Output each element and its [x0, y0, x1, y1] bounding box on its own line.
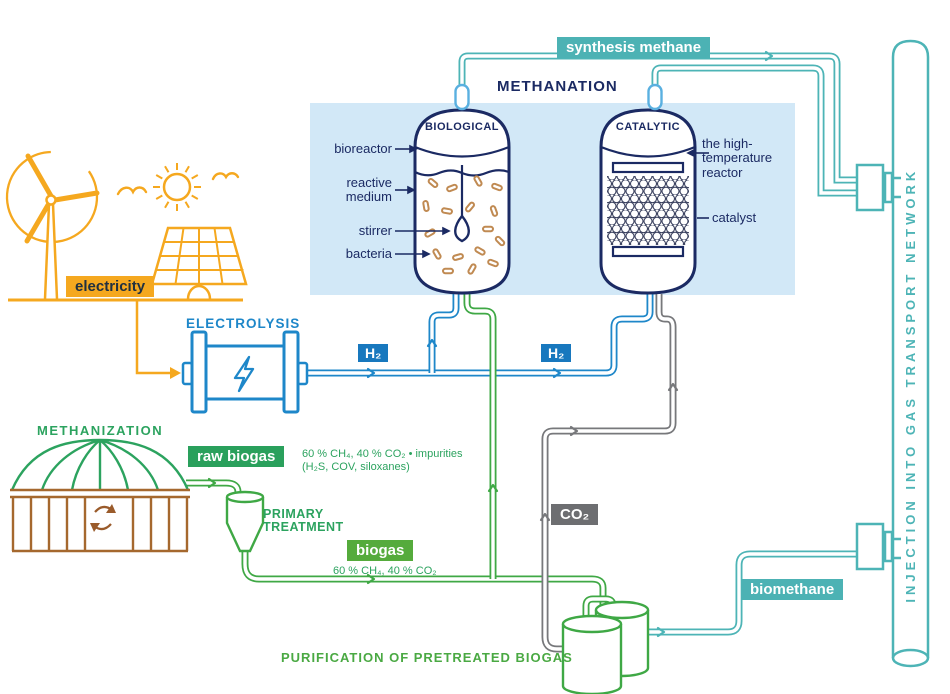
electrolysis-label: ELECTROLYSIS [186, 316, 301, 331]
biological-reactor-title: BIOLOGICAL [424, 121, 500, 133]
stirrer-label: stirrer [358, 223, 392, 238]
reactive-medium-line1: reactive [346, 175, 392, 190]
purification-vessels [561, 600, 650, 694]
synthesis-methane-badge: synthesis methane [557, 37, 711, 58]
injection-connector-top [855, 163, 901, 212]
raw-biogas-note: 60 % CH₄, 40 % CO₂ • impurities (H₂S, CO… [302, 448, 463, 474]
bacteria-icons [422, 175, 506, 275]
biogas-badge: biogas [347, 540, 414, 561]
bacteria-label: bacteria [345, 246, 392, 261]
methanation-title: METHANATION [497, 78, 618, 95]
stirrer-icon [454, 215, 470, 243]
biogas-note: 60 % CH₄, 40 % CO₂ [333, 565, 437, 577]
primary-treatment-line1: PRIMARY [263, 507, 324, 521]
flow-chevrons [207, 50, 774, 638]
pipe-h2 [303, 294, 650, 373]
reactive-medium-line2: medium [345, 189, 392, 205]
primary-treatment-cyclone [225, 490, 265, 553]
methanization-label: METHANIZATION [37, 423, 164, 438]
high-temperature-reactor-label: the high- temperature reactor [702, 136, 773, 180]
h2-badge-right: H₂ [541, 344, 572, 362]
biological-reactor [413, 108, 511, 295]
reactor-nozzles [454, 83, 663, 111]
purification-label: PURIFICATION OF PRETREATED BIOGAS [281, 650, 573, 665]
lightning-bolt-icon [233, 355, 255, 393]
solar-panel-icon [150, 226, 248, 300]
injection-network-label: INJECTION INTO GAS TRANSPORT NETWORK [902, 167, 918, 603]
catalyst-bed [607, 176, 689, 245]
raw-biogas-note-line1: 60 % CH₄, 40 % CO₂ • impurities [302, 448, 463, 460]
cloud-icons [116, 172, 240, 196]
label-arrows [395, 144, 709, 259]
wind-turbine-icon [5, 150, 100, 300]
primary-treatment-label: PRIMARY TREATMENT [263, 508, 344, 534]
raw-biogas-note-line2: (H₂S, COV, siloxanes) [302, 461, 410, 473]
digester-dome-icon [10, 438, 190, 553]
co2-badge: CO₂ [551, 504, 599, 525]
catalyst-label: catalyst [712, 210, 757, 225]
injection-connector-bottom [855, 522, 901, 571]
ht-line1: the high- [702, 136, 753, 151]
biomethane-badge: biomethane [741, 579, 844, 600]
electrolyzer-icon [181, 330, 309, 414]
electricity-badge: electricity [66, 276, 155, 297]
reactive-medium-label: reactive medium [318, 175, 392, 205]
ht-line3: reactor [702, 164, 743, 180]
h2-badge-left: H₂ [358, 344, 389, 362]
catalytic-reactor-title: CATALYTIC [615, 121, 681, 133]
ht-line2: temperature [702, 150, 773, 166]
catalytic-reactor [599, 108, 697, 295]
bioreactor-label: bioreactor [334, 141, 392, 156]
electricity-wire [135, 300, 181, 379]
raw-biogas-badge: raw biogas [188, 446, 285, 467]
injection-pipe [891, 39, 930, 668]
recycle-arrows-icon [90, 504, 116, 532]
sun-icon [153, 163, 201, 211]
primary-treatment-line2: TREATMENT [263, 520, 344, 534]
methanation-background [310, 103, 795, 295]
arrowhead [170, 367, 181, 379]
